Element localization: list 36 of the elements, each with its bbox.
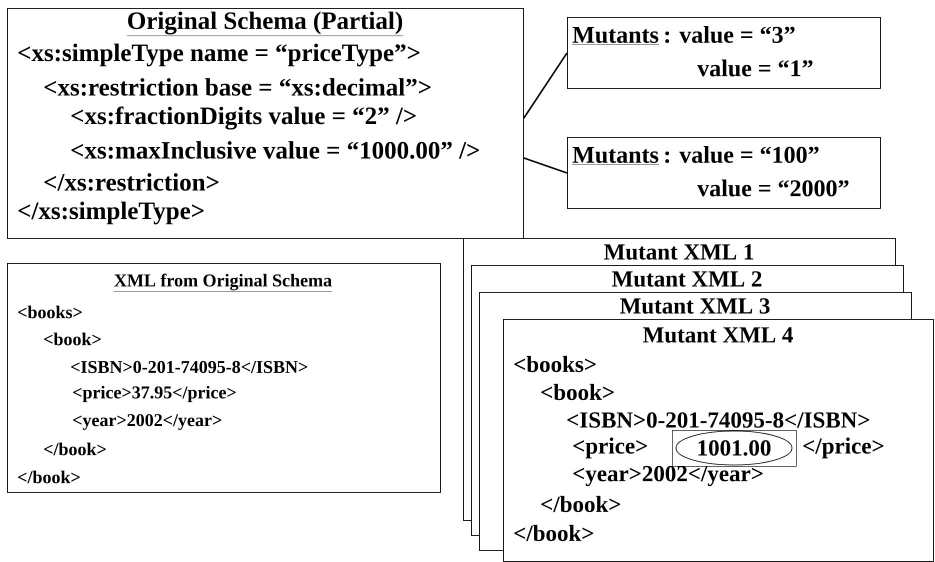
code-line: <book> xyxy=(44,332,101,346)
code-line: <price> xyxy=(573,438,647,458)
code-line: </book> xyxy=(541,496,620,512)
code-line: </price> xyxy=(803,438,884,458)
code-line: <ISBN>0-201-74095-8</ISBN> xyxy=(567,412,870,428)
code-line: <year>2002</year> xyxy=(73,414,222,430)
code-line: <xs:fractionDigits value = “2” /> xyxy=(71,106,416,130)
code-line: </book> xyxy=(514,524,594,542)
code-line: <price>37.95</price> xyxy=(73,386,236,402)
heading: Mutant XML 2 xyxy=(612,271,762,287)
code-line: <book> xyxy=(541,384,614,400)
code-line: <xs:maxInclusive value = “1000.00” /> xyxy=(71,141,479,159)
mutant-value: value = “2000” xyxy=(697,180,848,196)
mutant-value: value = “1” xyxy=(697,60,812,76)
heading: Mutant XML 4 xyxy=(643,327,793,343)
code-line: <books> xyxy=(18,306,82,318)
heading: XML from Original Schema xyxy=(114,274,332,292)
code-line: </xs:restriction> xyxy=(44,173,218,191)
code-line: <xs:simpleType name = “priceType”> xyxy=(18,44,420,66)
code-line: <year>2002</year> xyxy=(573,466,763,486)
mutant-value: : value = “100” xyxy=(665,146,819,164)
code-line: </xs:simpleType> xyxy=(18,202,204,224)
heading: Mutant XML 1 xyxy=(604,244,754,260)
mutant-label: Mutants xyxy=(572,147,660,165)
code-line: <xs:restriction base = “xs:decimal”> xyxy=(44,78,431,96)
code-line: <ISBN>0-201-74095-8</ISBN> xyxy=(71,360,308,374)
heading: Mutant XML 3 xyxy=(620,298,770,314)
code-line: <books> xyxy=(514,356,596,372)
leader-line xyxy=(523,52,568,118)
code-line: </book> xyxy=(18,470,80,484)
value-text: 1001.00 xyxy=(698,440,770,456)
code-line: </book> xyxy=(44,442,106,456)
heading: Original Schema (Partial) xyxy=(126,12,404,36)
mutant-value: : value = “3” xyxy=(665,26,795,44)
mutant-label: Mutants xyxy=(572,27,660,45)
leader-line xyxy=(524,157,568,174)
